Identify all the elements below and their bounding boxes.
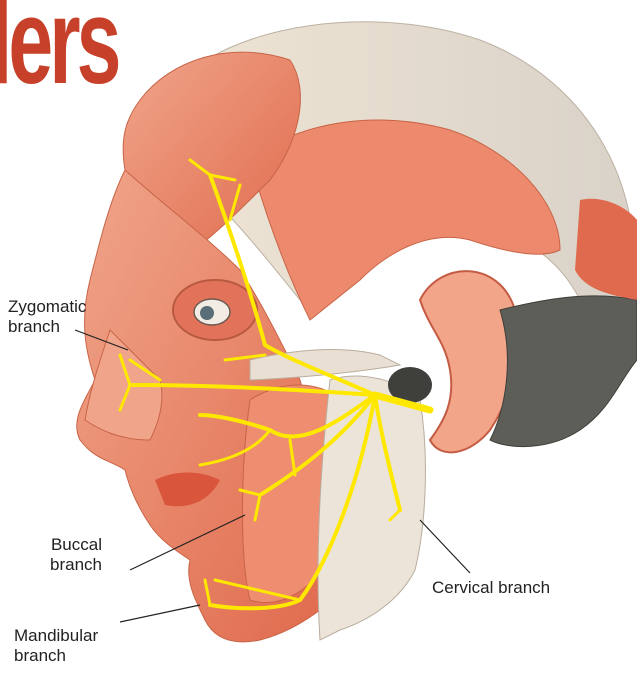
- iris: [200, 306, 214, 320]
- label-zygomatic-branch: Zygomatic branch: [8, 297, 86, 337]
- label-mandibular-branch: Mandibular branch: [14, 626, 98, 666]
- leader-cervical: [420, 520, 470, 573]
- occipital-region: [490, 296, 637, 447]
- label-cervical-branch: Cervical branch: [432, 578, 550, 598]
- label-buccal-branch: Buccal branch: [50, 535, 102, 575]
- leader-mandibular: [120, 605, 200, 622]
- page-title-fragment: lers: [0, 0, 117, 102]
